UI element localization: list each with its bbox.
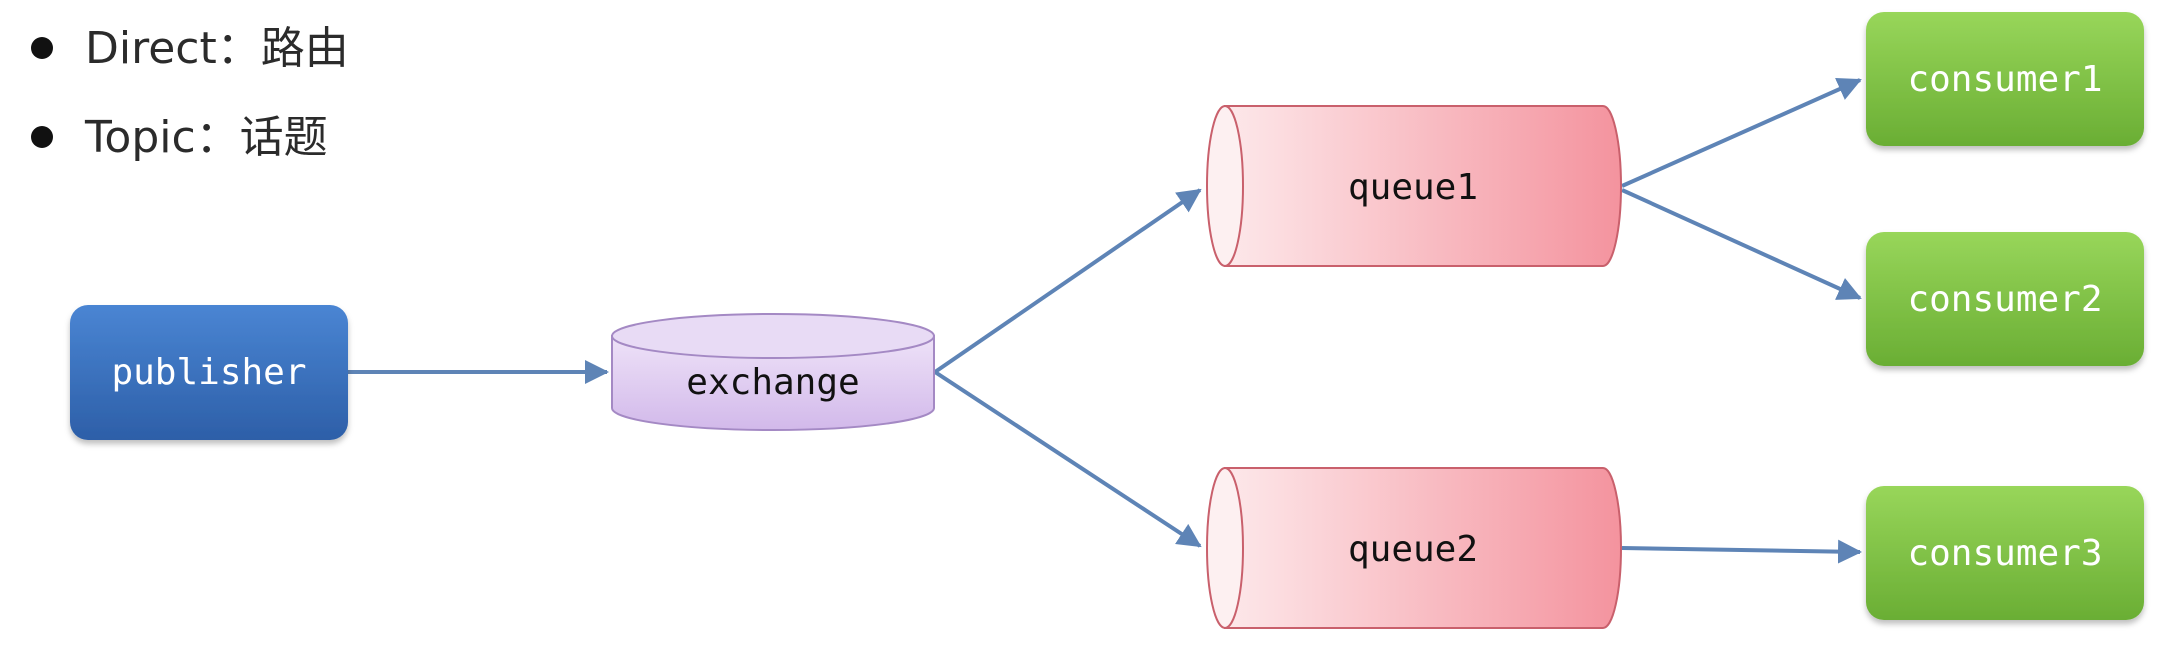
consumer2-label: consumer2 (1907, 279, 2102, 320)
queue2-node (1206, 467, 1622, 629)
consumer3-label: consumer3 (1907, 533, 2102, 574)
bullet-dot (31, 126, 53, 148)
queue2-label: queue2 (1348, 529, 1478, 570)
consumer1-node (1866, 12, 2144, 146)
exchange-label: exchange (686, 362, 859, 403)
arrow-queue2-consumer3 (1621, 539, 1862, 564)
arrows (348, 77, 1862, 564)
arrow-queue1-consumer2 (1621, 188, 1862, 300)
bullet-direct: Direct：路由 (85, 23, 349, 74)
bullet-topic: Topic：话题 (84, 112, 328, 163)
bullet-dot (31, 37, 53, 59)
exchange-node (611, 313, 935, 431)
publisher-node (70, 305, 348, 440)
queue1-label: queue1 (1348, 167, 1478, 208)
queue1-node (1206, 105, 1622, 267)
arrow-queue1-consumer1 (1621, 77, 1862, 188)
publisher-label: publisher (111, 352, 306, 393)
arrow-exchange-queue1 (933, 188, 1202, 374)
consumer2-node (1866, 232, 2144, 366)
consumer3-node (1866, 486, 2144, 620)
arrow-exchange-queue2 (933, 370, 1202, 548)
consumer1-label: consumer1 (1907, 59, 2102, 100)
bullet-list: Direct：路由 Topic：话题 (31, 23, 349, 163)
